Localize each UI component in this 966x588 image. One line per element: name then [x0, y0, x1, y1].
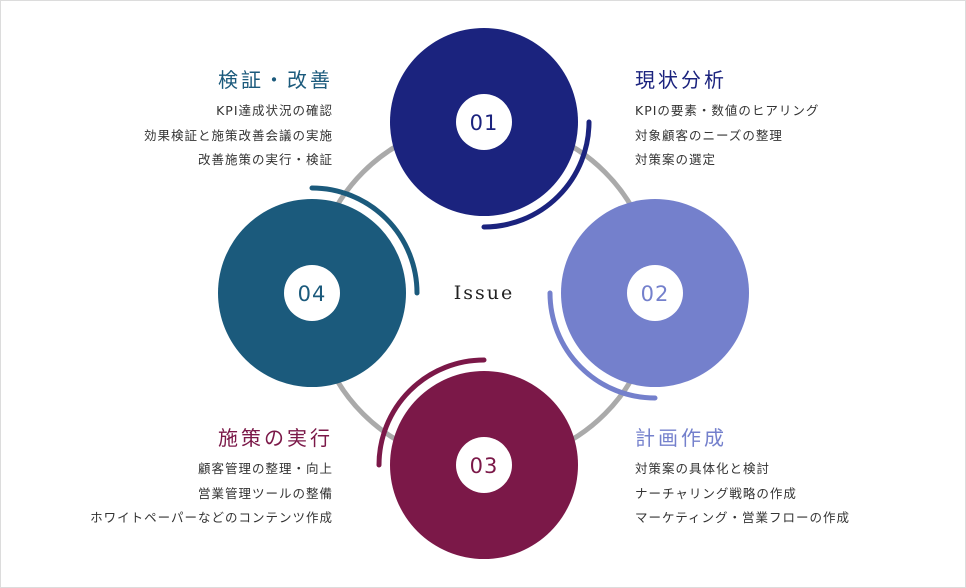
step-04-title: 検証・改善	[218, 68, 333, 92]
step-01-circle: 01	[390, 28, 592, 230]
step-03-arc	[376, 357, 487, 468]
step-03-text: 施策の実行 顧客管理の整理・向上 営業管理ツールの整備 ホワイトペーパーなどのコ…	[90, 425, 333, 531]
step-01-title: 現状分析	[635, 68, 727, 92]
step-04-item: 改善施策の実行・検証	[197, 152, 333, 167]
step-01-arc	[481, 119, 592, 230]
step-04-item: KPI達成状況の確認	[216, 103, 333, 118]
step-03-number: 03	[470, 454, 499, 478]
step-02-item: マーケティング・営業フローの作成	[635, 510, 851, 525]
step-02-arc	[547, 290, 658, 401]
step-03-item: ホワイトペーパーなどのコンテンツ作成	[90, 510, 333, 525]
step-02-item: 対策案の具体化と検討	[635, 461, 771, 476]
step-04-item: 効果検証と施策改善会議の実施	[143, 127, 333, 143]
center-label: Issue	[454, 282, 515, 304]
step-04-arc	[309, 185, 420, 296]
step-04-number: 04	[298, 282, 327, 306]
step-04-circle: 04	[218, 185, 420, 387]
step-01-item: KPIの要素・数値のヒアリング	[635, 103, 820, 118]
step-01-number: 01	[470, 111, 499, 135]
step-02-title: 計画作成	[635, 426, 727, 450]
step-03-item: 営業管理ツールの整備	[197, 485, 333, 501]
step-02-item: ナーチャリング戦略の作成	[635, 485, 797, 501]
step-04-text: 検証・改善 KPI達成状況の確認 効果検証と施策改善会議の実施 改善施策の実行・…	[144, 67, 333, 173]
step-02-number: 02	[641, 282, 670, 306]
step-01-item: 対象顧客のニーズの整理	[635, 127, 783, 143]
step-03-circle: 03	[376, 357, 578, 559]
step-02-text: 計画作成 対策案の具体化と検討 ナーチャリング戦略の作成 マーケティング・営業フ…	[635, 425, 850, 531]
step-03-item: 顧客管理の整理・向上	[197, 461, 333, 476]
step-01-item: 対策案の選定	[635, 152, 717, 167]
step-01-text: 現状分析 KPIの要素・数値のヒアリング 対象顧客のニーズの整理 対策案の選定	[635, 67, 819, 173]
step-03-title: 施策の実行	[218, 426, 333, 450]
step-02-circle: 02	[547, 199, 749, 401]
